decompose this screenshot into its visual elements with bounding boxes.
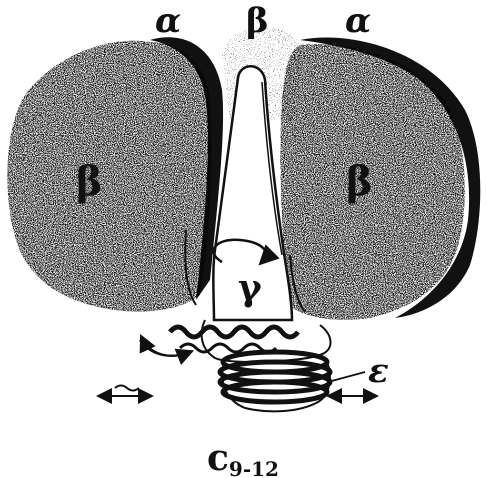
caption-letter: c <box>207 437 229 478</box>
label-alpha-right: α <box>345 1 371 41</box>
lateral-arrow-left <box>100 386 150 397</box>
epsilon-leader-line <box>328 372 365 382</box>
beta-subunit-left <box>7 41 211 312</box>
label-beta-top: β <box>246 1 269 41</box>
label-alpha-left: α <box>155 1 181 41</box>
caption-subscript: 9-12 <box>229 457 279 478</box>
gamma-coiled-coil <box>170 327 298 337</box>
caption: c9-12 <box>207 437 279 478</box>
label-gamma: γ <box>238 267 262 309</box>
label-beta-left: β <box>76 158 103 205</box>
label-beta-right: β <box>346 158 373 205</box>
label-epsilon: ε <box>368 351 389 391</box>
